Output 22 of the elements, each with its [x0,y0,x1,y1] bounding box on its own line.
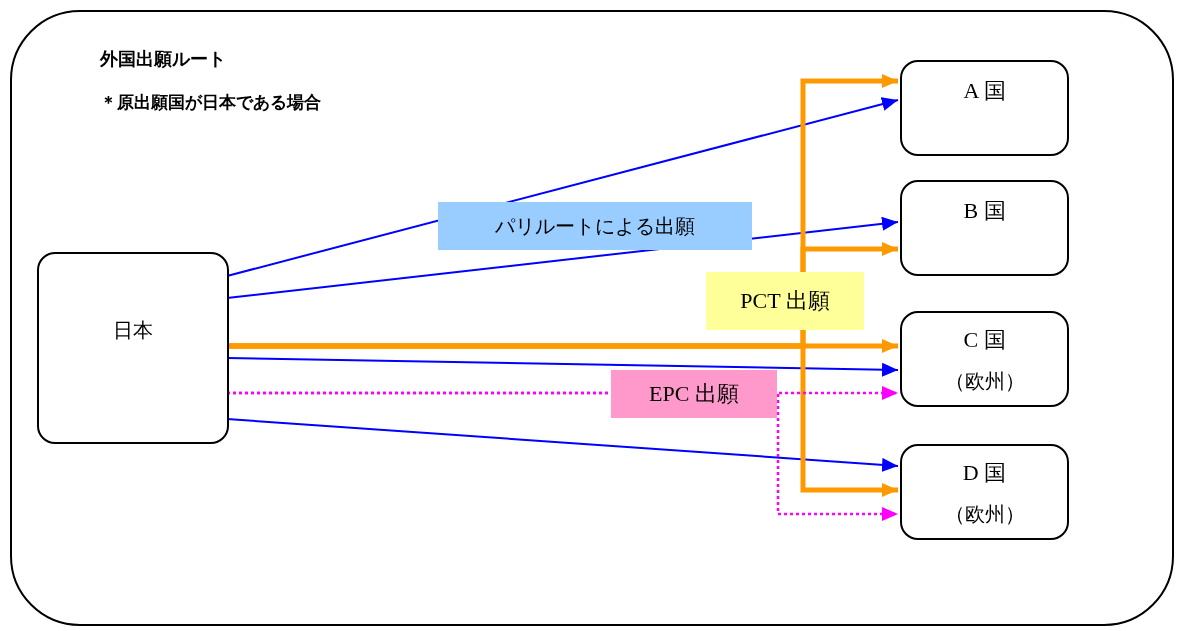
country-box [900,444,1069,540]
subtitle: ＊原出願国が日本である場合 [100,92,321,113]
country-name: B 国 [963,198,1006,225]
country-name: D 国 [962,460,1007,487]
arrow [226,418,899,472]
region-note: （欧州） [944,369,1025,393]
country-name: C 国 [963,327,1006,354]
edge-label: EPC 出願 [611,370,777,418]
edge-label: PCT 出願 [706,272,864,330]
rounded-frame [10,10,1174,626]
country-name: 日本 [113,318,153,342]
arrow [226,357,899,377]
arrow [226,97,899,277]
edge-label: パリルートによる出願 [438,202,752,250]
country-box [900,180,1069,276]
arrow [227,343,898,497]
country-name: A 国 [963,78,1006,105]
country-box [37,252,229,444]
country-box [900,60,1069,156]
country-box [900,311,1069,407]
region-note: （欧州） [944,502,1025,526]
title: 外国出願ルート [100,48,226,70]
